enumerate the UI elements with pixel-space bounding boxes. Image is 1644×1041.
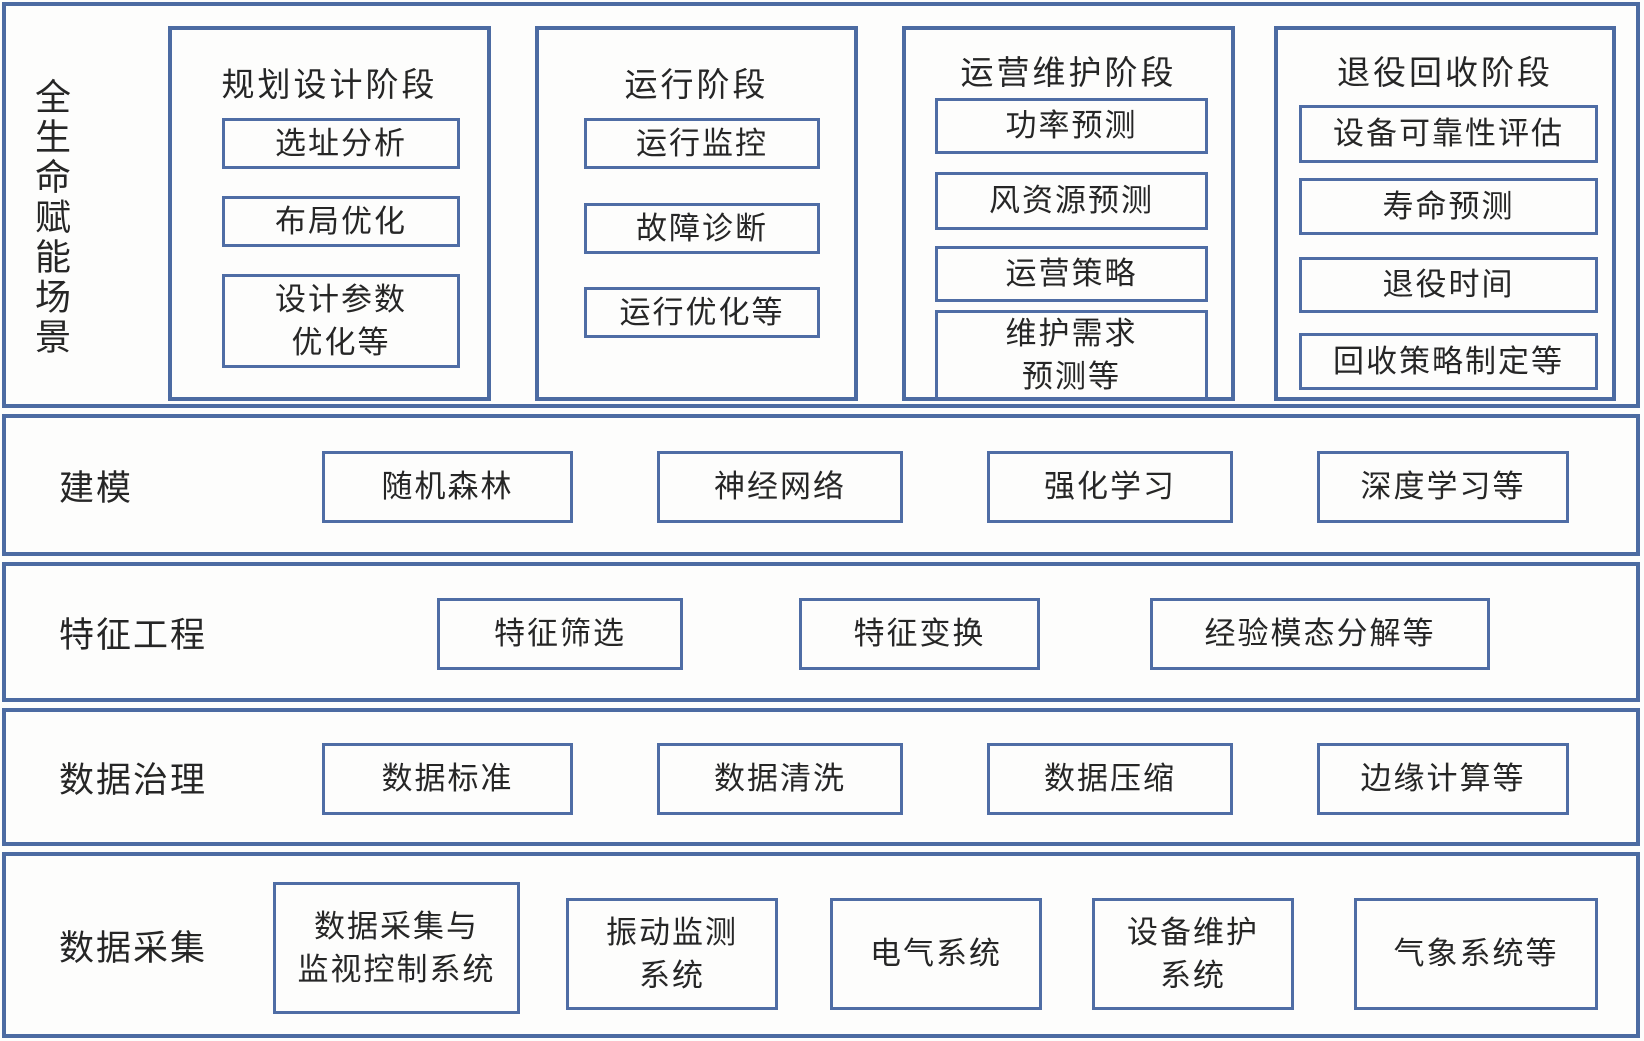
layer-item: 数据标准 xyxy=(322,743,573,815)
phase-column-om: 运营维护阶段 功率预测 风资源预测 运营策略 维护需求 预测等 xyxy=(902,26,1235,401)
layer-item: 设备维护 系统 xyxy=(1092,898,1294,1010)
scenario-item: 运行优化等 xyxy=(584,287,820,338)
scenario-item: 回收策略制定等 xyxy=(1299,333,1598,390)
scenario-item: 设计参数 优化等 xyxy=(222,274,460,368)
lifecycle-scenarios-label: 全生命赋能场景 xyxy=(30,78,70,358)
section-data-governance: 数据治理 数据标准 数据清洗 数据压缩 边缘计算等 xyxy=(2,708,1640,846)
layer-item: 强化学习 xyxy=(987,451,1233,523)
scenario-item: 布局优化 xyxy=(222,196,460,247)
layer-item: 神经网络 xyxy=(657,451,903,523)
layer-item: 边缘计算等 xyxy=(1317,743,1569,815)
layer-item: 电气系统 xyxy=(830,898,1042,1010)
scenario-item: 设备可靠性评估 xyxy=(1299,105,1598,163)
scenario-item: 故障诊断 xyxy=(584,203,820,254)
data-acquisition-label: 数据采集 xyxy=(59,928,208,968)
data-governance-label: 数据治理 xyxy=(59,760,208,800)
phase-title: 运行阶段 xyxy=(624,68,769,104)
layer-item: 气象系统等 xyxy=(1354,898,1598,1010)
section-lifecycle-scenarios: 全生命赋能场景 规划设计阶段 选址分析 布局优化 设计参数 优化等 运行阶段 运… xyxy=(2,2,1640,408)
layer-item: 深度学习等 xyxy=(1317,451,1569,523)
scenario-item: 退役时间 xyxy=(1299,257,1598,313)
phase-column-decommissioning: 退役回收阶段 设备可靠性评估 寿命预测 退役时间 回收策略制定等 xyxy=(1274,26,1616,401)
phase-column-operation: 运行阶段 运行监控 故障诊断 运行优化等 xyxy=(535,26,858,401)
phase-title: 规划设计阶段 xyxy=(221,68,438,104)
layer-item: 数据压缩 xyxy=(987,743,1233,815)
scenario-item: 维护需求 预测等 xyxy=(935,310,1208,400)
section-data-acquisition: 数据采集 数据采集与 监视控制系统 振动监测 系统 电气系统 设备维护 系统 气… xyxy=(2,852,1640,1038)
layer-item: 数据采集与 监视控制系统 xyxy=(273,882,520,1014)
scenario-item: 选址分析 xyxy=(222,118,460,169)
scenario-item: 运营策略 xyxy=(935,246,1208,302)
layer-item: 特征变换 xyxy=(799,598,1040,670)
section-feature-engineering: 特征工程 特征筛选 特征变换 经验模态分解等 xyxy=(2,562,1640,702)
modeling-label: 建模 xyxy=(59,468,134,508)
layer-item: 经验模态分解等 xyxy=(1150,598,1490,670)
layer-item: 振动监测 系统 xyxy=(566,898,778,1010)
phase-title: 运营维护阶段 xyxy=(960,56,1177,92)
scenario-item: 功率预测 xyxy=(935,98,1208,154)
section-modeling: 建模 随机森林 神经网络 强化学习 深度学习等 xyxy=(2,414,1640,556)
scenario-item: 风资源预测 xyxy=(935,172,1208,230)
layer-item: 随机森林 xyxy=(322,451,573,523)
scenario-item: 寿命预测 xyxy=(1299,178,1598,235)
phase-title: 退役回收阶段 xyxy=(1337,56,1553,92)
layer-item: 数据清洗 xyxy=(657,743,903,815)
layer-item: 特征筛选 xyxy=(437,598,683,670)
feature-engineering-label: 特征工程 xyxy=(59,615,208,655)
phase-column-planning-design: 规划设计阶段 选址分析 布局优化 设计参数 优化等 xyxy=(168,26,491,401)
scenario-item: 运行监控 xyxy=(584,118,820,169)
